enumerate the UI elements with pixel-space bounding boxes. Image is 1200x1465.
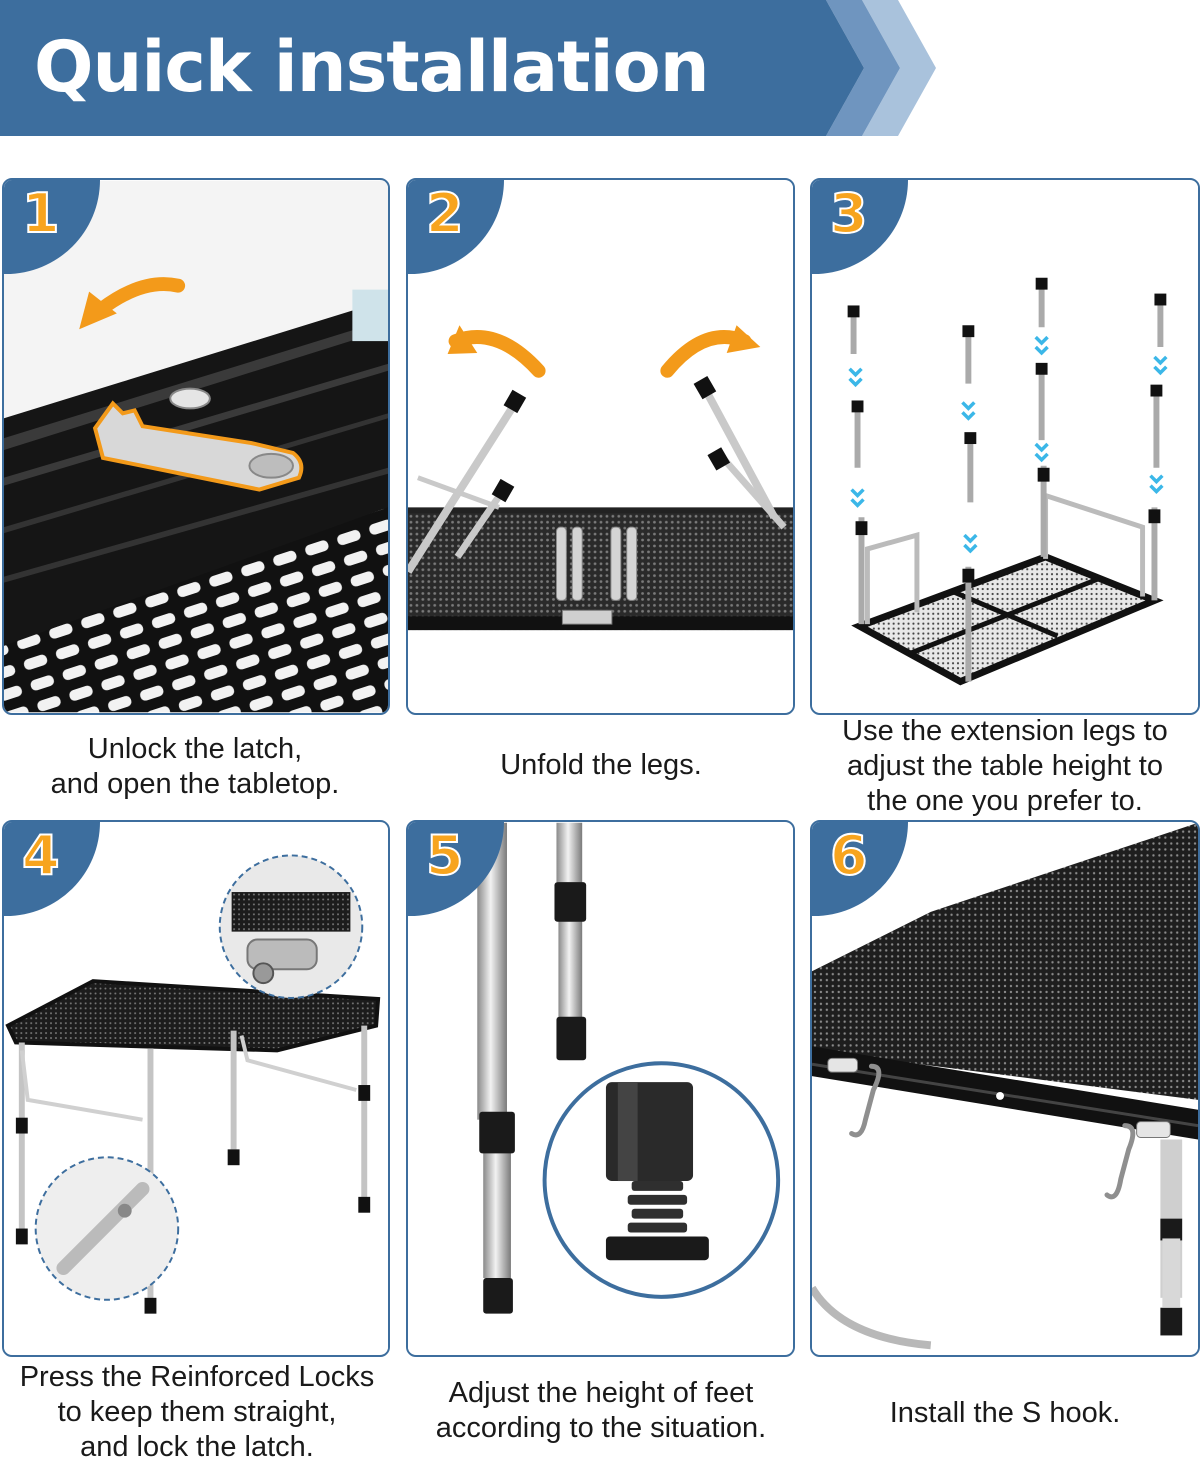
step-4-number: 4	[21, 823, 61, 888]
extension-legs-icon	[812, 180, 1198, 713]
step-3-panel: 3	[810, 178, 1200, 715]
step-4-panel: 4	[2, 820, 390, 1357]
step-3-badge: 3	[812, 180, 908, 274]
step-4-caption: Press the Reinforced Locks to keep them …	[19, 1361, 375, 1463]
step-1-panel: 1	[2, 178, 390, 715]
step-5-caption: Adjust the height of feet according to t…	[435, 1377, 767, 1444]
banner-shape	[0, 0, 936, 136]
step-3-number: 3	[829, 181, 869, 246]
step-2-number: 2	[425, 181, 465, 246]
step-6-caption: Install the S hook.	[889, 1397, 1121, 1429]
step-2-panel: 2	[406, 178, 795, 715]
adjustable-foot-icon	[408, 822, 793, 1355]
latch-icon	[4, 180, 388, 713]
s-hook-icon	[812, 822, 1198, 1355]
step-1-number: 1	[21, 181, 61, 246]
unfold-legs-icon	[408, 180, 793, 713]
step-5-panel: 5	[406, 820, 795, 1357]
header-banner: Quick installation	[0, 0, 940, 136]
step-5-number: 5	[425, 823, 465, 888]
step-6-panel: 6	[810, 820, 1200, 1357]
step-6-number: 6	[829, 823, 869, 888]
step-1-caption: Unlock the latch, and open the tabletop.	[50, 733, 340, 800]
step-3-caption: Use the extension legs to adjust the tab…	[842, 715, 1168, 817]
page-title: Quick installation	[34, 26, 710, 108]
reinforced-lock-icon	[4, 822, 388, 1355]
step-2-caption: Unfold the legs.	[500, 749, 702, 781]
